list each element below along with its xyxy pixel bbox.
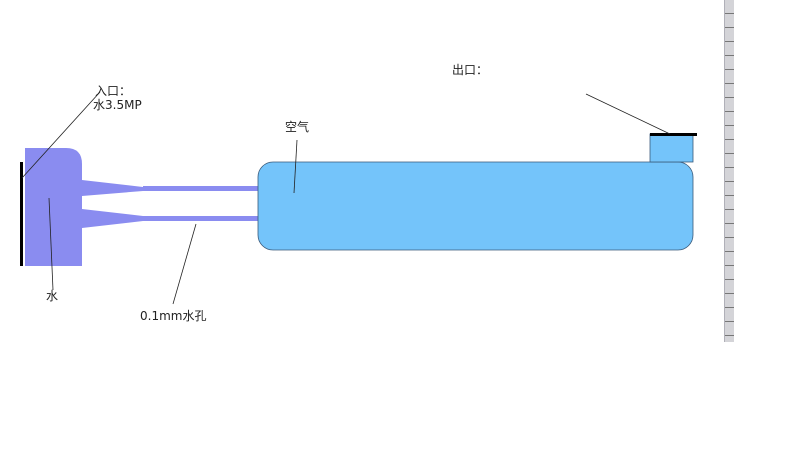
leader-lines	[21, 91, 671, 305]
outlet-box	[649, 133, 694, 163]
outlet-label: 出口：	[452, 63, 489, 77]
air-tank	[257, 161, 694, 251]
pipe-top	[143, 186, 259, 191]
hole-label: 0.1mm水孔	[140, 309, 207, 323]
air-leader	[293, 139, 298, 194]
water-label: 水	[46, 289, 59, 303]
air-label: 空气	[285, 120, 310, 134]
water-leader	[48, 197, 54, 291]
water-chamber	[25, 148, 82, 266]
inlet-leader	[21, 91, 101, 179]
inlet-label: 入口：	[95, 84, 132, 98]
inlet-pressure-label: 水3.5MP	[93, 98, 142, 112]
pipe-bottom	[143, 216, 259, 221]
nozzle-top	[82, 180, 143, 196]
outlet-leader	[585, 93, 671, 135]
inlet-plate	[20, 162, 23, 266]
outlet-plate	[650, 133, 697, 136]
vertical-ruler	[724, 0, 734, 342]
hole-leader	[172, 223, 197, 305]
nozzle-bottom	[82, 209, 143, 228]
